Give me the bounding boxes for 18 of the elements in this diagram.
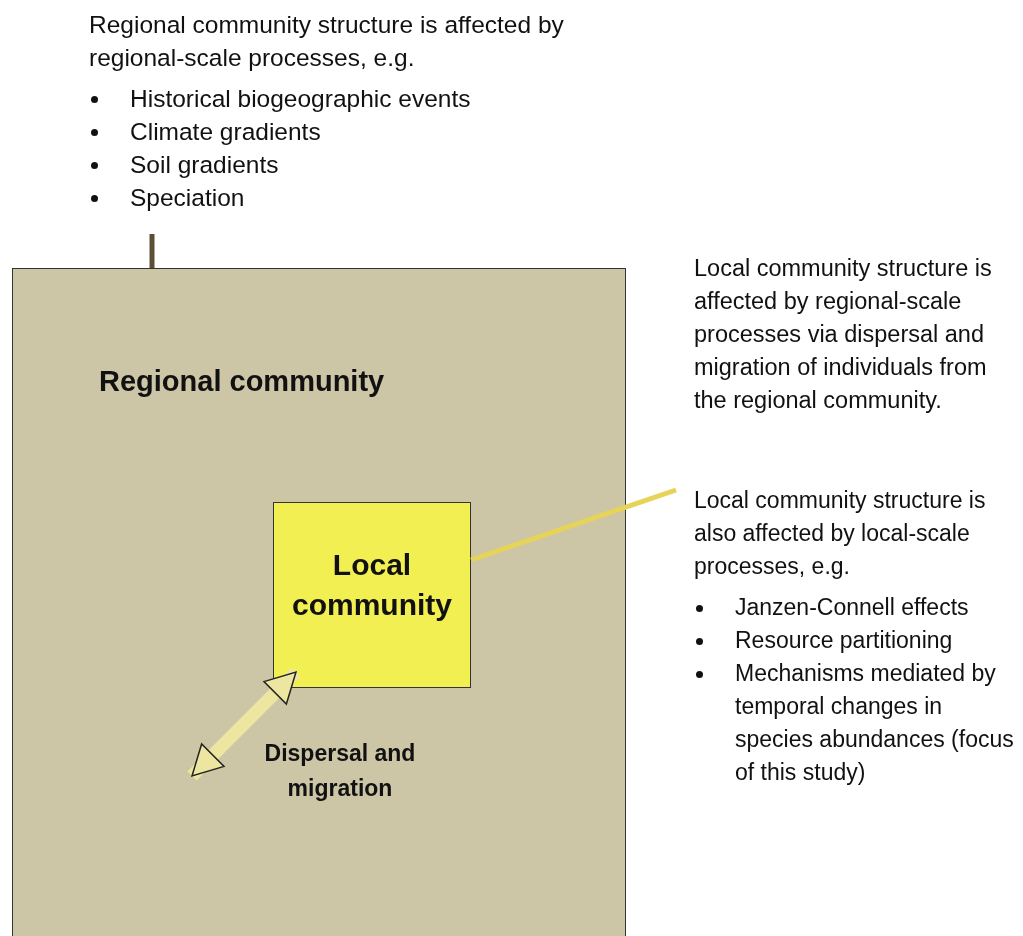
edge-label: Dispersal and migration [263,739,417,803]
double-arrow [187,667,301,781]
description-text: Local community structure is also affected by local-scale processes, e.g. [694,486,987,581]
bullet-text: Resource partitioning [735,626,954,655]
bullet-text: Speciation [130,183,246,213]
bullet-text: Janzen-Connell effects [735,593,970,622]
bullet-text: Historical biogeographic events [130,84,472,114]
description-text: Local community structure is affected by regional-scale processes via dispersal and migration of individuals from the regional community. [694,254,993,415]
connector-line [149,234,155,268]
connector-line [470,487,677,563]
bullet-text: Soil gradients [130,150,280,180]
bullet-text: Mechanisms mediated by temporal changes in species abundances (focus of this study) [735,659,1015,787]
local-box [273,502,471,688]
region-title: Regional community [99,365,385,398]
bullet-text: Climate gradients [130,117,322,147]
local-title: Local community [291,547,453,623]
region-box [12,268,626,936]
description-text: Regional community structure is affected by regional-scale processes, e.g. [89,10,565,73]
